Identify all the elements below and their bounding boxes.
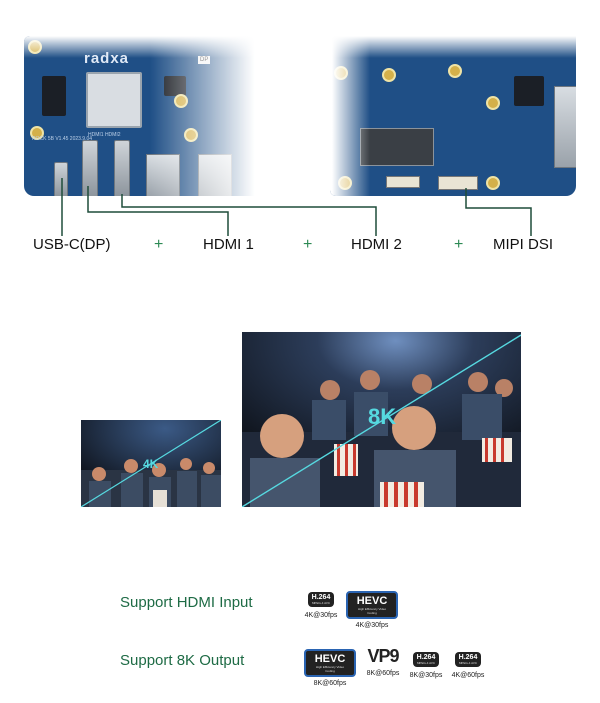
output-codec-h264: H.264 MPEG-4 AVC 8K@30fps (408, 651, 444, 679)
codec-fps: 8K@60fps (366, 670, 400, 677)
input-codec-h264: H.264 MPEG-4 AVC 4K@30fps (304, 591, 338, 619)
output-codec-vp9: VP9 8K@60fps (360, 646, 406, 677)
plus-separator: + (454, 236, 464, 253)
codec-fps: 4K@30fps (355, 622, 389, 629)
output-codec-h264-4k: H.264 MPEG-4 AVC 4K@60fps (450, 651, 486, 679)
ethernet-port (554, 86, 576, 168)
hevc-icon: HEVC High Efficiency Video Coding (346, 591, 398, 619)
mount-pad (448, 64, 462, 78)
mount-pad (30, 126, 44, 140)
soc-chip (86, 72, 142, 128)
port-label-usb-c: USB-C(DP) (33, 236, 111, 253)
codec-fps: 8K@60fps (313, 680, 347, 687)
board-silkscreen: ROCK 5B V1.45 2023.9.04 (32, 136, 93, 142)
m2-slot (360, 128, 434, 166)
port-label-hdmi1: HDMI 1 (203, 236, 254, 253)
hdmi1-port (82, 140, 98, 196)
board-photo-left: radxa DP ROCK 5B V1.45 2023.9.04 HDMI1 H… (24, 36, 260, 196)
codec-fps: 4K@30fps (304, 612, 338, 619)
memory-chip (42, 76, 66, 116)
hdmi1-connector-line (87, 186, 229, 236)
plus-separator: + (154, 236, 164, 253)
mount-pad (486, 96, 500, 110)
output-codec-hevc: HEVC High Efficiency Video Coding 8K@60f… (304, 649, 356, 687)
connector-lines (61, 178, 532, 236)
mipi-dsi-connector (438, 176, 478, 190)
resolution-8k-label: 8K (368, 404, 397, 429)
codec-fps: 4K@60fps (451, 672, 485, 679)
support-8k-output-label: Support 8K Output (120, 652, 245, 669)
mount-pad (382, 68, 396, 82)
plus-separator: + (303, 236, 313, 253)
fpc-connector (386, 176, 420, 188)
scene-4k-image: 4K (81, 420, 221, 507)
support-hdmi-input-label: Support HDMI Input (120, 594, 253, 611)
hdmi2-port (114, 140, 130, 196)
ethernet-chip (514, 76, 544, 106)
hdmi-silkscreen: HDMI1 HDMI2 (88, 132, 121, 138)
h264-icon: H.264 MPEG-4 AVC (307, 592, 335, 607)
mount-pad (486, 176, 500, 190)
board-photo-right (330, 36, 576, 196)
resolution-4k-label: 4K (143, 457, 159, 471)
scene-8k-image: 8K (242, 332, 521, 507)
hdmi2-connector-line (121, 194, 377, 236)
mipi-dsi-connector-line (465, 188, 532, 236)
input-codec-hevc: HEVC High Efficiency Video Coding 4K@30f… (346, 591, 398, 629)
port-label-mipi-dsi: MIPI DSI (493, 236, 554, 253)
vp9-icon: VP9 (367, 646, 399, 666)
h264-icon: H.264 MPEG-4 AVC (454, 652, 482, 667)
h264-icon: H.264 MPEG-4 AVC (412, 652, 440, 667)
port-label-hdmi2: HDMI 2 (351, 236, 402, 253)
usb-c-port (54, 162, 68, 196)
hevc-icon: HEVC High Efficiency Video Coding (304, 649, 356, 677)
codec-fps: 8K@30fps (409, 672, 443, 679)
